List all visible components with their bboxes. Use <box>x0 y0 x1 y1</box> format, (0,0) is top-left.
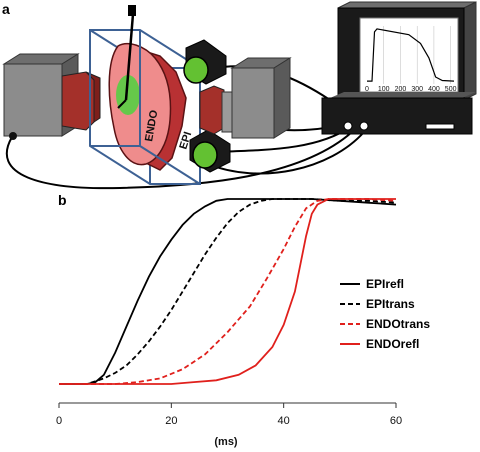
x-axis-title: (ms) <box>214 436 238 448</box>
monitor-tick-label: 400 <box>428 86 440 93</box>
x-axis-ticks: 0 20 40 60 <box>56 403 402 427</box>
monitor-trace-line <box>367 28 455 82</box>
x-tick-label: 20 <box>165 415 177 427</box>
series-line-endotrans <box>59 198 397 385</box>
panel-a-label: a <box>2 1 10 17</box>
panel-b-label: b <box>58 192 67 208</box>
monitor-tick-label: 300 <box>411 86 423 93</box>
monitor-tick-label: 200 <box>395 86 407 93</box>
legend-label-endorefl: ENDOrefl <box>366 337 419 351</box>
monitor-tick-label: 100 <box>378 86 390 93</box>
computer: 0 100 200 300 400 500 <box>321 1 477 135</box>
left-camera-port <box>9 132 17 140</box>
x-tick-label: 0 <box>56 415 62 427</box>
monitor-trace-plot <box>367 26 455 84</box>
series-line-epitrans <box>59 198 397 385</box>
led-top <box>183 39 227 85</box>
right-camera <box>199 57 292 139</box>
legend-label-endotrans: ENDOtrans <box>366 317 430 331</box>
stimulation-electrode <box>117 5 136 109</box>
right-camera-lens <box>199 85 225 135</box>
legend-label-epirefl: EPIrefl <box>366 277 404 291</box>
trace-lines <box>59 198 397 385</box>
monitor-tick-label: 0 <box>365 86 369 93</box>
left-camera <box>2 53 101 140</box>
legend-label-epitrans: EPItrans <box>366 297 415 311</box>
activation-chart: 0 20 40 60 (ms) EPIreflEPItransENDOtransEND… <box>56 198 430 448</box>
right-camera-body <box>231 67 275 139</box>
series-line-endorefl <box>59 198 396 385</box>
x-tick-label: 40 <box>278 415 290 427</box>
monitor-tick-label: 500 <box>445 86 457 93</box>
series-line-epirefl <box>59 198 397 385</box>
tissue-wedge: ENDO EPI <box>108 42 194 171</box>
x-tick-label: 60 <box>390 415 402 427</box>
endo-label: ENDO <box>143 109 160 143</box>
monitor-x-ticks: 0 100 200 300 400 500 <box>365 86 457 93</box>
chamber-front-edges <box>90 30 201 185</box>
led-bottom <box>189 129 231 173</box>
